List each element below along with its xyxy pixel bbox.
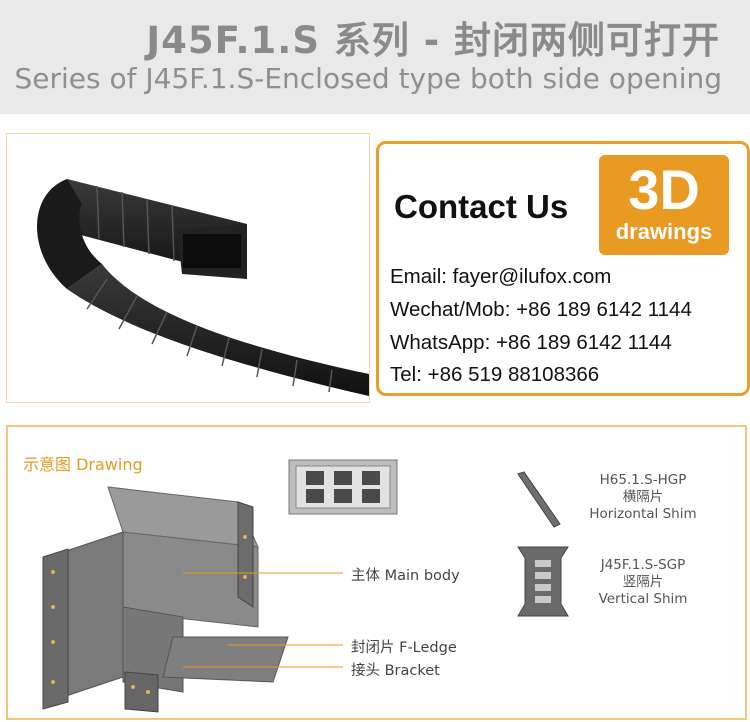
horizontal-shim-drawing (517, 471, 561, 528)
page-subtitle: Series of J45F.1.S-Enclosed type both si… (14, 62, 722, 95)
badge-main-text: 3D (628, 158, 700, 221)
horizontal-shim-cn: 横隔片 (622, 489, 664, 505)
vertical-shim-en: Vertical Shim (598, 591, 688, 607)
drawing-panel: 示意图 Drawing 主体 Main body 封闭片 F-Ledge 接头 … (6, 425, 747, 720)
vertical-shim-code: J45F.1.S-SGP (600, 557, 686, 573)
contact-email[interactable]: Email: fayer@ilufox.com (390, 265, 612, 288)
callout-f-ledge: 封闭片 F-Ledge (351, 640, 457, 656)
3d-drawings-badge[interactable]: 3D drawings (599, 155, 729, 255)
badge-sub-text: drawings (615, 219, 713, 244)
cable-chain-illustration (37, 179, 369, 396)
contact-title: Contact Us (394, 188, 569, 225)
vertical-shim-drawing (517, 546, 569, 617)
product-photo (6, 133, 370, 403)
vertical-shim-label: J45F.1.S-SGP 竖隔片 Vertical Shim (578, 557, 708, 608)
page-title: J45F.1.S 系列 - 封闭两侧可打开 (146, 19, 720, 62)
horizontal-shim-code: H65.1.S-HGP (599, 472, 687, 488)
drawing-title: 示意图 Drawing (23, 455, 143, 474)
contact-wechat: Wechat/Mob: +86 189 6142 1144 (390, 298, 692, 321)
horizontal-shim-label: H65.1.S-HGP 横隔片 Horizontal Shim (578, 472, 708, 523)
contact-whatsapp: WhatsApp: +86 189 6142 1144 (390, 331, 672, 354)
chain-link-drawing (42, 486, 289, 713)
callout-bracket: 接头 Bracket (351, 663, 440, 679)
vertical-shim-cn: 竖隔片 (622, 574, 664, 590)
contact-tel: Tel: +86 519 88108366 (390, 363, 600, 386)
contact-panel: Contact Us 3D drawings Email: fayer@iluf… (376, 141, 750, 396)
top-view-drawing (288, 459, 398, 515)
page-header: J45F.1.S 系列 - 封闭两侧可打开 Series of J45F.1.S… (0, 0, 750, 114)
callout-main-body: 主体 Main body (351, 568, 460, 584)
horizontal-shim-en: Horizontal Shim (589, 506, 697, 522)
callout-leaders (183, 572, 343, 668)
